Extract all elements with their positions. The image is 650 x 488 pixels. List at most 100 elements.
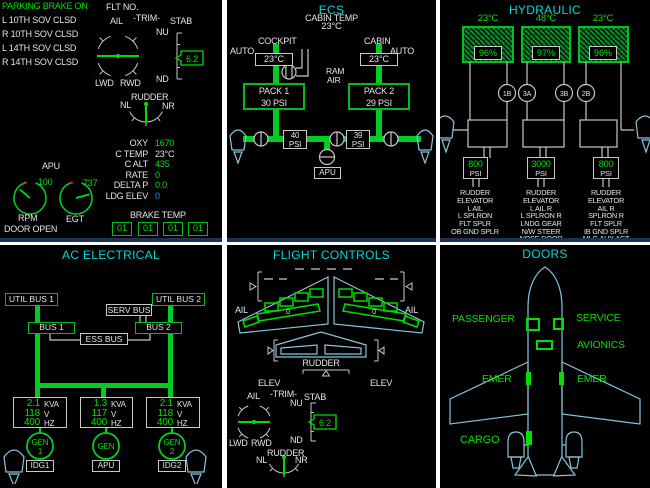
hyd-list-item: ELEVATOR (587, 196, 625, 205)
ail-trim-gauge (97, 35, 139, 77)
pack1-box (243, 83, 305, 110)
flight-controls-diagram (237, 268, 425, 477)
stabilizer-outline (275, 331, 367, 358)
slat-indicators (264, 268, 398, 280)
generator-icons (26, 432, 186, 460)
cabin-temp-label: CABIN TEMP (305, 13, 358, 23)
hydraulic-panel: HYDRAULIC 23°C 48°C 23°C 96% 97% 96% 1B … (440, 0, 650, 242)
serv-bus-box: SERV BUS (106, 304, 152, 316)
gen1-hz-value: 400 (23, 417, 40, 428)
nr-label: NR (162, 101, 175, 111)
delta-p-value: 0.0 (155, 180, 167, 190)
ecs-title: ECS (318, 3, 345, 17)
wing-outlines (237, 276, 425, 358)
apu-rpm-value: 100 (38, 177, 53, 187)
hyd-press-unit-3: PSI (600, 168, 612, 178)
flight-controls-panel: FLIGHT CONTROLS AIL AIL 0 0 RUDDER ELEV … (227, 245, 436, 488)
hyd-list-item: FLT SPLR (590, 219, 622, 228)
idg1-box: IDG1 (26, 460, 54, 472)
hydraulic-lines (453, 62, 634, 187)
cabin-duct-temp-box: 23°C (360, 53, 398, 66)
trim-label: -TRIM- (270, 389, 297, 399)
stab-value-box (174, 50, 204, 66)
gen2-readout-box (146, 397, 200, 428)
hz-unit: HZ (111, 419, 122, 428)
hz-unit: HZ (177, 419, 188, 428)
trim-needles (238, 414, 337, 475)
ail-trim-label: AIL (247, 391, 260, 401)
hyd-press-value-2: 3000 (531, 159, 551, 169)
brake-temp-label: BRAKE TEMP (130, 210, 186, 220)
apu-gen-hz-value: 400 (90, 417, 107, 428)
trim-needles (97, 50, 204, 123)
oxy-value: 1670 (155, 138, 175, 148)
hyd-qty-box-1: 96% (474, 46, 502, 60)
bus-1-box: BUS 1 (28, 322, 75, 334)
hyd-press-value-3: 800 (598, 159, 614, 169)
rudder-surface-label: RUDDER (302, 358, 340, 368)
hyd-list-item: LNDG GEAR (520, 219, 562, 228)
hyd-list-item: N/W STEER (521, 227, 561, 236)
stab-trim-scale (176, 32, 182, 80)
doors-panel: DOORS PASSENGER SERVICE AVIONICS EMER EM… (440, 245, 650, 488)
delta-p-label: DELTA P (113, 180, 148, 190)
apu-gauges (13, 182, 93, 215)
doors-aircraft-diagram (449, 266, 641, 477)
oxy-label: OXY (129, 138, 149, 148)
door-open-message: DOOR OPEN (4, 224, 58, 234)
pack2-psi-value: 29 PSI (366, 98, 392, 108)
egt-label: EGT (66, 214, 84, 224)
bleed1-psi-box (283, 130, 307, 149)
gen1-number: 1 (37, 446, 43, 456)
bleed-valve-icons (253, 131, 399, 166)
hz-unit: HZ (44, 419, 55, 428)
pump-label-3a: 3A (522, 90, 532, 98)
brake-temp-box: 01 (138, 222, 158, 236)
elev-label-left: ELEV (258, 378, 281, 388)
apu-egt-value: 737 (83, 178, 98, 188)
ail-trim-gauge (237, 405, 271, 439)
stab-label: STAB (170, 16, 193, 26)
hyd-qty-box-2: 97% (532, 46, 560, 60)
nu-label: NU (156, 27, 169, 37)
nl-label: NL (120, 100, 132, 110)
avionics-door-icon (536, 340, 553, 350)
brake-temp-box: 01 (112, 222, 132, 236)
hyd-list-item: RUDDER (525, 188, 556, 197)
hyd-list-item: NOSE DOOR (519, 234, 563, 242)
doors-title: DOORS (522, 247, 568, 261)
idg2-box: IDG2 (158, 460, 186, 472)
rate-label: RATE (125, 170, 148, 180)
ail-label-right: AIL (405, 305, 418, 315)
hyd-press-value-1: 800 (468, 159, 483, 169)
gen1-kva-value: 2.1 (26, 398, 41, 409)
bleed2-psi-box (346, 130, 370, 149)
hyd-list-item: L AIL (467, 204, 483, 213)
pack1-label: PACK 1 (258, 86, 290, 96)
hyd-temp-1: 23°C (477, 13, 499, 24)
pump-icons (497, 83, 596, 103)
stab-trim-value: 6.2 (186, 54, 198, 64)
engine-icons (3, 449, 207, 484)
elevator-rudder-scales (267, 339, 385, 377)
hyd-list-item: OB GND SPLR (451, 227, 499, 236)
pump-label-1b: 1B (502, 90, 512, 98)
kva-unit: KVA (111, 400, 126, 409)
engine-icons (440, 115, 650, 154)
bleed1-unit: PSI (288, 139, 302, 149)
sov-message: R 10TH SOV CLSD (2, 29, 79, 39)
volt-unit: V (44, 409, 50, 419)
stab-value-box (307, 414, 337, 430)
brake-temp-box: 01 (188, 222, 208, 236)
parking-brake-message: PARKING BRAKE ON (2, 1, 88, 11)
hyd-press-box-2 (527, 157, 555, 179)
bleed1-value: 40 (290, 131, 300, 140)
stab-trim-scale (310, 402, 316, 442)
engine-icons (229, 129, 434, 165)
trim-label: -TRIM- (133, 13, 160, 23)
hyd-press-unit-1: PSI (469, 168, 482, 178)
ail-label-left: AIL (235, 305, 248, 315)
pump-label-2b: 2B (581, 90, 591, 98)
hyd-press-box-3 (593, 157, 619, 179)
